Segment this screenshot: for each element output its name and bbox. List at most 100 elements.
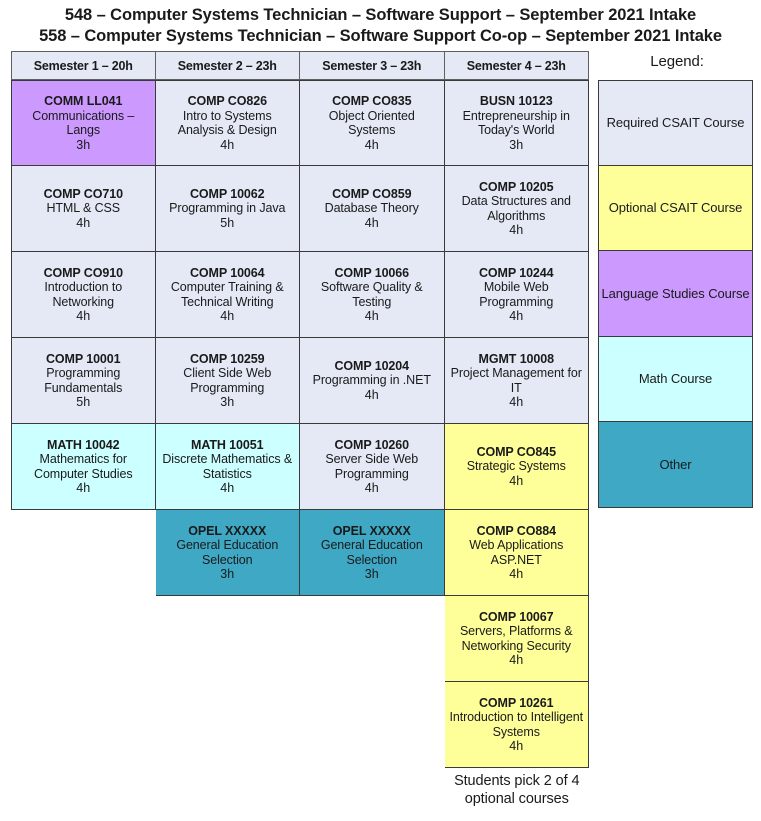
course-code: COMP 10064 <box>189 265 265 280</box>
course-name: General Education Selection <box>176 538 279 567</box>
course-code: COMP 10259 <box>189 351 265 366</box>
legend-item-math: Math Course <box>598 336 753 422</box>
course-code: COMP 10244 <box>478 265 554 280</box>
course-hours: 3h <box>364 567 379 581</box>
course-name: Web Applications ASP.NET <box>469 538 564 567</box>
course-hours: 4h <box>220 481 235 495</box>
course-hours: 4h <box>364 387 379 402</box>
course-name: Object Oriented Systems <box>328 108 415 138</box>
course-hours: 5h <box>76 395 91 409</box>
course-code: COMP 10001 <box>45 351 121 366</box>
course-hours: 5h <box>220 215 235 230</box>
course-code: COMP 10067 <box>478 609 554 624</box>
course-name: General Education Selection <box>320 538 423 567</box>
course-hours: 4h <box>509 739 524 753</box>
course-hours: 4h <box>509 473 524 488</box>
course-name: HTML & CSS <box>46 201 121 216</box>
course-hours: 4h <box>220 309 235 323</box>
course-hours: 3h <box>220 395 235 409</box>
course-name: Introduction to Networking <box>44 280 123 309</box>
course-hours: 4h <box>509 395 524 409</box>
course-hours: 4h <box>76 215 91 230</box>
course-name: Client Side Web Programming <box>183 366 272 395</box>
course-code: OPEL XXXXX <box>188 523 267 538</box>
semester-header: Semester 1 – 20h <box>11 51 156 80</box>
course-hours: 4h <box>364 481 379 495</box>
course-code: COMP 10261 <box>478 695 554 710</box>
course-hours: 4h <box>509 223 524 237</box>
course-code: OPEL XXXXX <box>332 523 411 538</box>
course-name: Software Quality & Testing <box>320 280 423 309</box>
course-code: COMP CO835 <box>332 94 412 108</box>
course-name: Server Side Web Programming <box>325 452 419 481</box>
course-name: Programming Fundamentals <box>44 366 123 395</box>
course-code: COMP CO826 <box>187 94 267 108</box>
course-hours: 4h <box>364 309 379 323</box>
course-name: Programming in Java <box>169 201 286 216</box>
course-code: COMP 10204 <box>334 358 409 373</box>
course-name: Mobile Web Programming <box>479 280 554 309</box>
semester-header: Semester 2 – 23h <box>155 51 300 80</box>
course-hours: 3h <box>220 567 235 581</box>
course-name: Mathematics for Computer Studies <box>34 452 133 481</box>
legend-title: Legend: <box>650 53 704 70</box>
course-code: COMP CO710 <box>43 186 123 201</box>
course-hours: 4h <box>220 137 235 152</box>
course-name: Intro to Systems Analysis & Design <box>177 108 277 138</box>
course-code: COMP 10066 <box>334 265 409 280</box>
course-name: Discrete Mathematics & Statistics <box>162 452 293 481</box>
course-name: Communications – Langs <box>32 108 135 138</box>
program-title-548: 548 – Computer Systems Technician – Soft… <box>64 6 697 24</box>
course-code: COMP CO884 <box>476 523 556 538</box>
course-code: COMP 10260 <box>334 437 409 452</box>
course-hours: 3h <box>509 137 524 152</box>
course-hours: 4h <box>509 567 524 581</box>
semester-header: Semester 4 – 23h <box>444 51 589 80</box>
course-hours: 4h <box>364 215 379 230</box>
course-hours: 4h <box>509 309 524 323</box>
course-code: BUSN 10123 <box>479 94 553 108</box>
course-name: Project Management for IT <box>450 366 582 395</box>
legend-item-language: Language Studies Course <box>598 251 753 337</box>
course-name: Data Structures and Algorithms <box>461 194 571 223</box>
semester-note: Students pick 2 of 4 optional courses <box>454 773 580 807</box>
program-title-558: 558 – Computer Systems Technician – Soft… <box>39 27 722 45</box>
course-hours: 4h <box>76 481 91 495</box>
course-hours: 4h <box>364 137 379 152</box>
course-hours: 4h <box>509 653 524 667</box>
course-name: Introduction to Intelligent Systems <box>449 710 583 739</box>
course-hours: 3h <box>76 137 91 152</box>
course-code: MATH 10051 <box>191 437 264 452</box>
